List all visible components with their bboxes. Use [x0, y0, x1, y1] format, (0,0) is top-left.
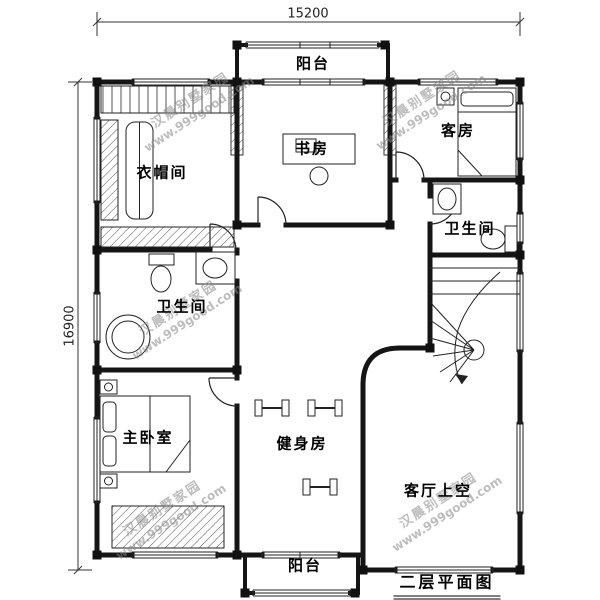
room-label-balcony-top: 阳台: [295, 54, 331, 73]
room-label-living-room-void: 客厅上空: [403, 481, 473, 500]
doors: [208, 151, 459, 407]
room-label-study: 书房: [294, 139, 330, 158]
walls: [94, 79, 523, 573]
room-label-gym: 健身房: [276, 434, 328, 453]
balcony-rails: [235, 43, 390, 595]
room-label-bathroom-right: 卫生间: [444, 219, 496, 238]
plan-title: 二层平面图: [393, 569, 501, 600]
guest-room-furniture: [436, 87, 517, 177]
dimension-width: 15200: [284, 6, 332, 22]
windows: [93, 41, 524, 597]
bathroom-left-fixtures: [105, 251, 236, 360]
room-label-cloakroom: 衣帽间: [136, 163, 188, 182]
spiral-staircase: [429, 267, 520, 385]
gym-equipment: [254, 399, 343, 496]
room-label-balcony-bottom: 阳台: [287, 556, 323, 575]
cloakroom-furniture: [100, 85, 235, 248]
room-label-guest-room: 客房: [440, 121, 476, 140]
study-furniture: [282, 133, 356, 186]
dimension-lines: [68, 12, 525, 575]
room-label-bathroom-left: 卫生间: [156, 297, 208, 316]
columns: [92, 40, 525, 598]
master-bedroom-furniture: [99, 379, 225, 549]
dimension-height: 16900: [62, 302, 78, 350]
room-label-master-bedroom: 主卧室: [122, 428, 174, 447]
bathroom-right-fixtures: [432, 183, 518, 253]
